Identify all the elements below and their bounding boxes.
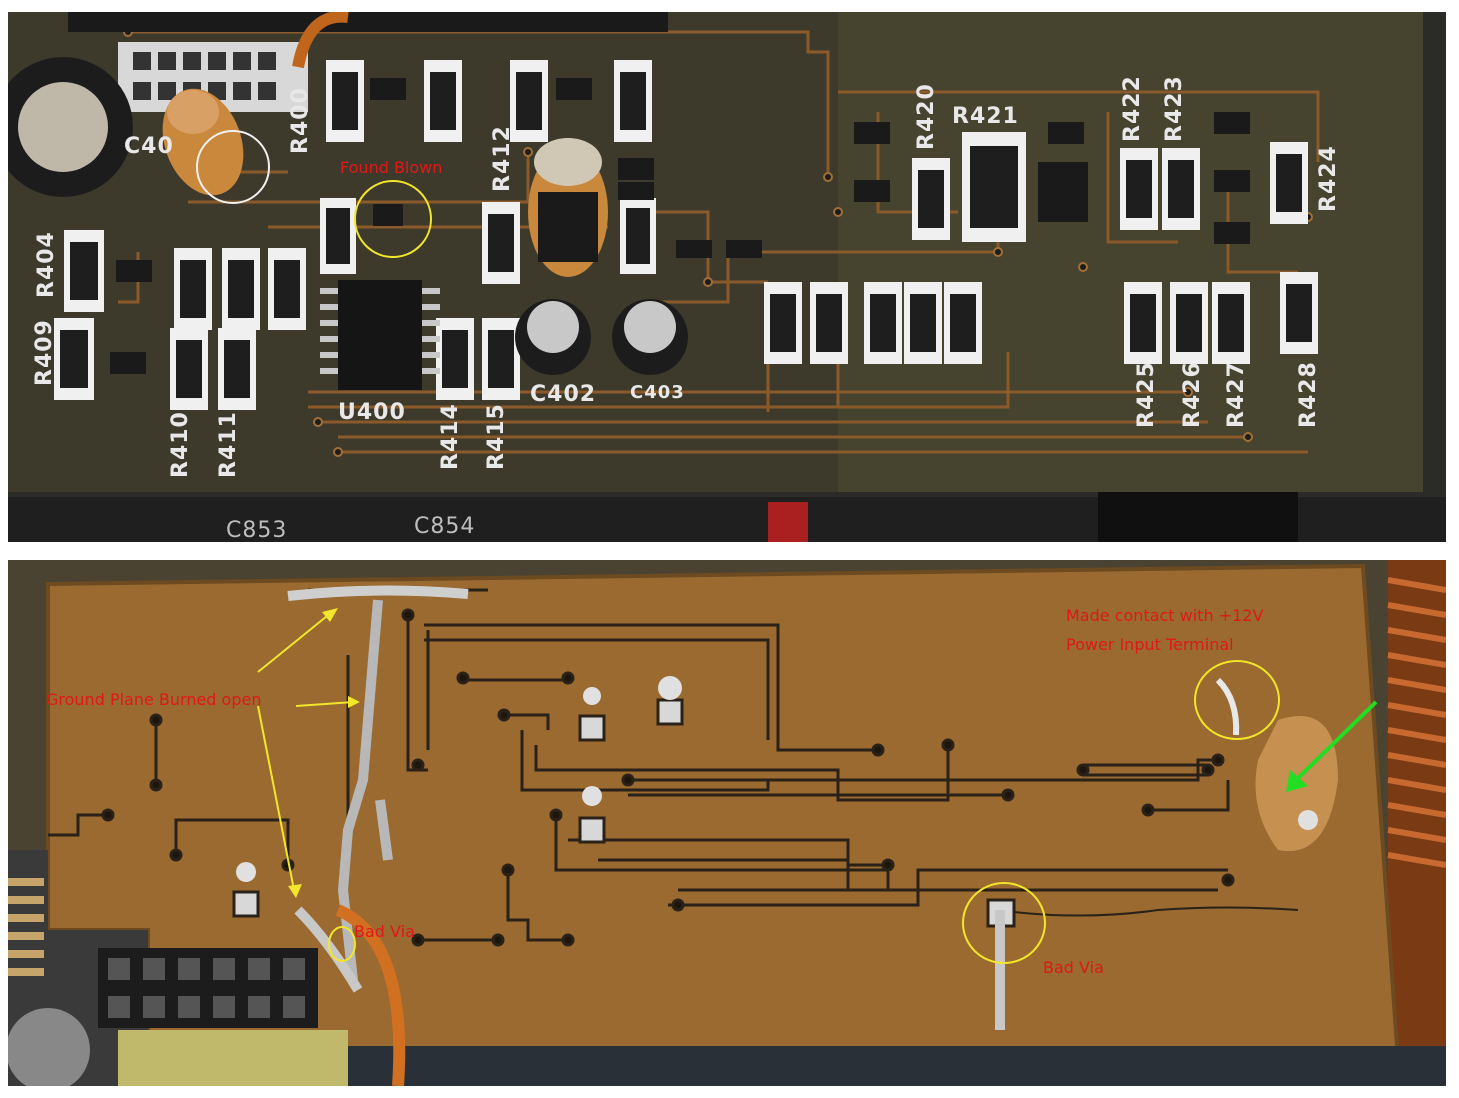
bottom-board-drawing [8,560,1446,1086]
bad-via-right-label: Bad Via [1043,958,1104,977]
silk-r428: R428 [1296,361,1321,428]
blown-component-circle [354,180,432,258]
contact-label-line1: Made contact with +12V [1066,606,1264,625]
top-board-photo: Found Blown R400 R404 R409 R410 R411 R41… [8,12,1446,542]
silk-r421: R421 [952,104,1019,129]
silk-r409: R409 [32,319,57,386]
silk-r415: R415 [484,403,509,470]
bottom-board-photo: Ground Plane Burned open Bad Via Bad Via… [8,560,1446,1086]
silk-c853: C853 [226,518,288,542]
silk-r410: R410 [168,411,193,478]
found-blown-label: Found Blown [340,158,443,177]
ground-plane-label: Ground Plane Burned open [46,690,262,709]
silk-r426: R426 [1180,361,1205,428]
silk-c403: C403 [630,382,685,403]
silk-c402: C402 [530,382,597,407]
silk-r425: R425 [1134,361,1159,428]
silk-r400: R400 [288,87,313,154]
contact-point-circle [1194,660,1280,740]
silk-r411: R411 [216,411,241,478]
silk-c40: C40 [124,134,174,159]
silk-r412: R412 [490,125,515,192]
silk-r422: R422 [1120,75,1145,142]
silk-r404: R404 [34,231,59,298]
bad-via-right-circle [962,882,1046,964]
silk-r427: R427 [1224,361,1249,428]
silk-r424: R424 [1316,145,1341,212]
contact-label-line2: Power Input Terminal [1066,635,1234,654]
silk-r420: R420 [914,83,939,150]
silk-c854: C854 [414,514,476,539]
silk-r414: R414 [438,403,463,470]
bad-via-left-circle [328,926,356,962]
silk-u400: U400 [338,400,406,425]
silk-r423: R423 [1162,75,1187,142]
bad-via-left-label: Bad Via [354,922,415,941]
